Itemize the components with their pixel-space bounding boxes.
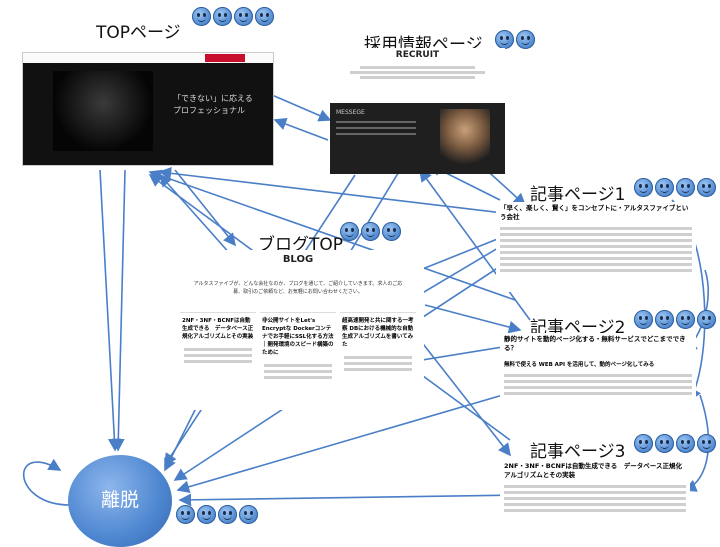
blog-card-title[interactable]: 2NF・3NF・BCNFは自動生成できる データベース正規化アルゴリズムとその実… [182,318,254,340]
article1-screenshot[interactable]: 「早く、楽しく、賢く」をコンセプトに・アルタスファイブという会社 [496,202,696,292]
face-icon [218,505,237,524]
article1-title: 「早く、楽しく、賢く」をコンセプトに・アルタスファイブという会社 [500,204,689,221]
face-icon [176,505,195,524]
article3-title: 2NF・3NF・BCNFは自動生成できる データベース正規化アルゴリズムとその実… [504,462,682,479]
face-icon [340,222,359,241]
article2-title: 静的サイトを動的ページ化する・無料サービスでどこまでできる？ [504,335,686,352]
face-icon [634,310,653,329]
blog-heading: BLOG [282,254,314,265]
exit-label: 離脱 [100,489,139,511]
top-tagline: 「できない」に応える プロフェッショナル [173,94,253,115]
face-icon [495,30,514,49]
exit-node: 離脱 [68,455,172,547]
blog-card-title[interactable]: 超高速開発と共に関する一考察 DBにおける機械的な自動生成アルゴリズムを書いてみ… [342,318,414,348]
article3-screenshot[interactable]: 2NF・3NF・BCNFは自動生成できる データベース正規化アルゴリズムとその実… [500,460,690,538]
face-icon [361,222,380,241]
article2-subtitle: 無料で使える WEB API を活用して、動的ページ化してみる [504,362,655,368]
face-icon [676,178,695,197]
face-icon [234,7,253,26]
top-page-screenshot[interactable]: 「できない」に応える プロフェッショナル [22,52,274,166]
face-icon [697,178,716,197]
recruit-banner: MESSEGE [336,109,365,116]
face-icon [676,434,695,453]
face-icon [676,310,695,329]
blog-top-screenshot[interactable]: BLOG アルタスファイブが、どんな会社なのか、ブログを通じて、ご紹介していきま… [172,250,424,410]
recruit-heading: RECRUIT [395,50,440,60]
face-icon [655,178,674,197]
article2-screenshot[interactable]: 静的サイトを動的ページ化する・無料サービスでどこまでできる？ 無料で使える WE… [500,333,696,419]
article3-label: 記事ページ3 [530,442,626,462]
recruit-page-screenshot[interactable]: RECRUIT MESSEGE [330,48,505,174]
blog-intro: アルタスファイブが、どんな会社なのか、ブログを通じて、ご紹介していきます。求人の… [193,281,403,295]
face-icon [197,505,216,524]
article1-label: 記事ページ1 [530,185,626,205]
face-icon [213,7,232,26]
face-icon [697,434,716,453]
face-icon [634,178,653,197]
face-icon [192,7,211,26]
face-icon [697,310,716,329]
face-icon [655,310,674,329]
face-icon [382,222,401,241]
face-icon [255,7,274,26]
top-page-label: TOPページ [96,23,181,43]
face-icon [516,30,535,49]
face-icon [634,434,653,453]
face-icon [655,434,674,453]
blog-card-title[interactable]: 非公開サイトをLet's Encryptな Dockerコンテナでお手軽にSSL… [262,318,334,356]
face-icon [239,505,258,524]
